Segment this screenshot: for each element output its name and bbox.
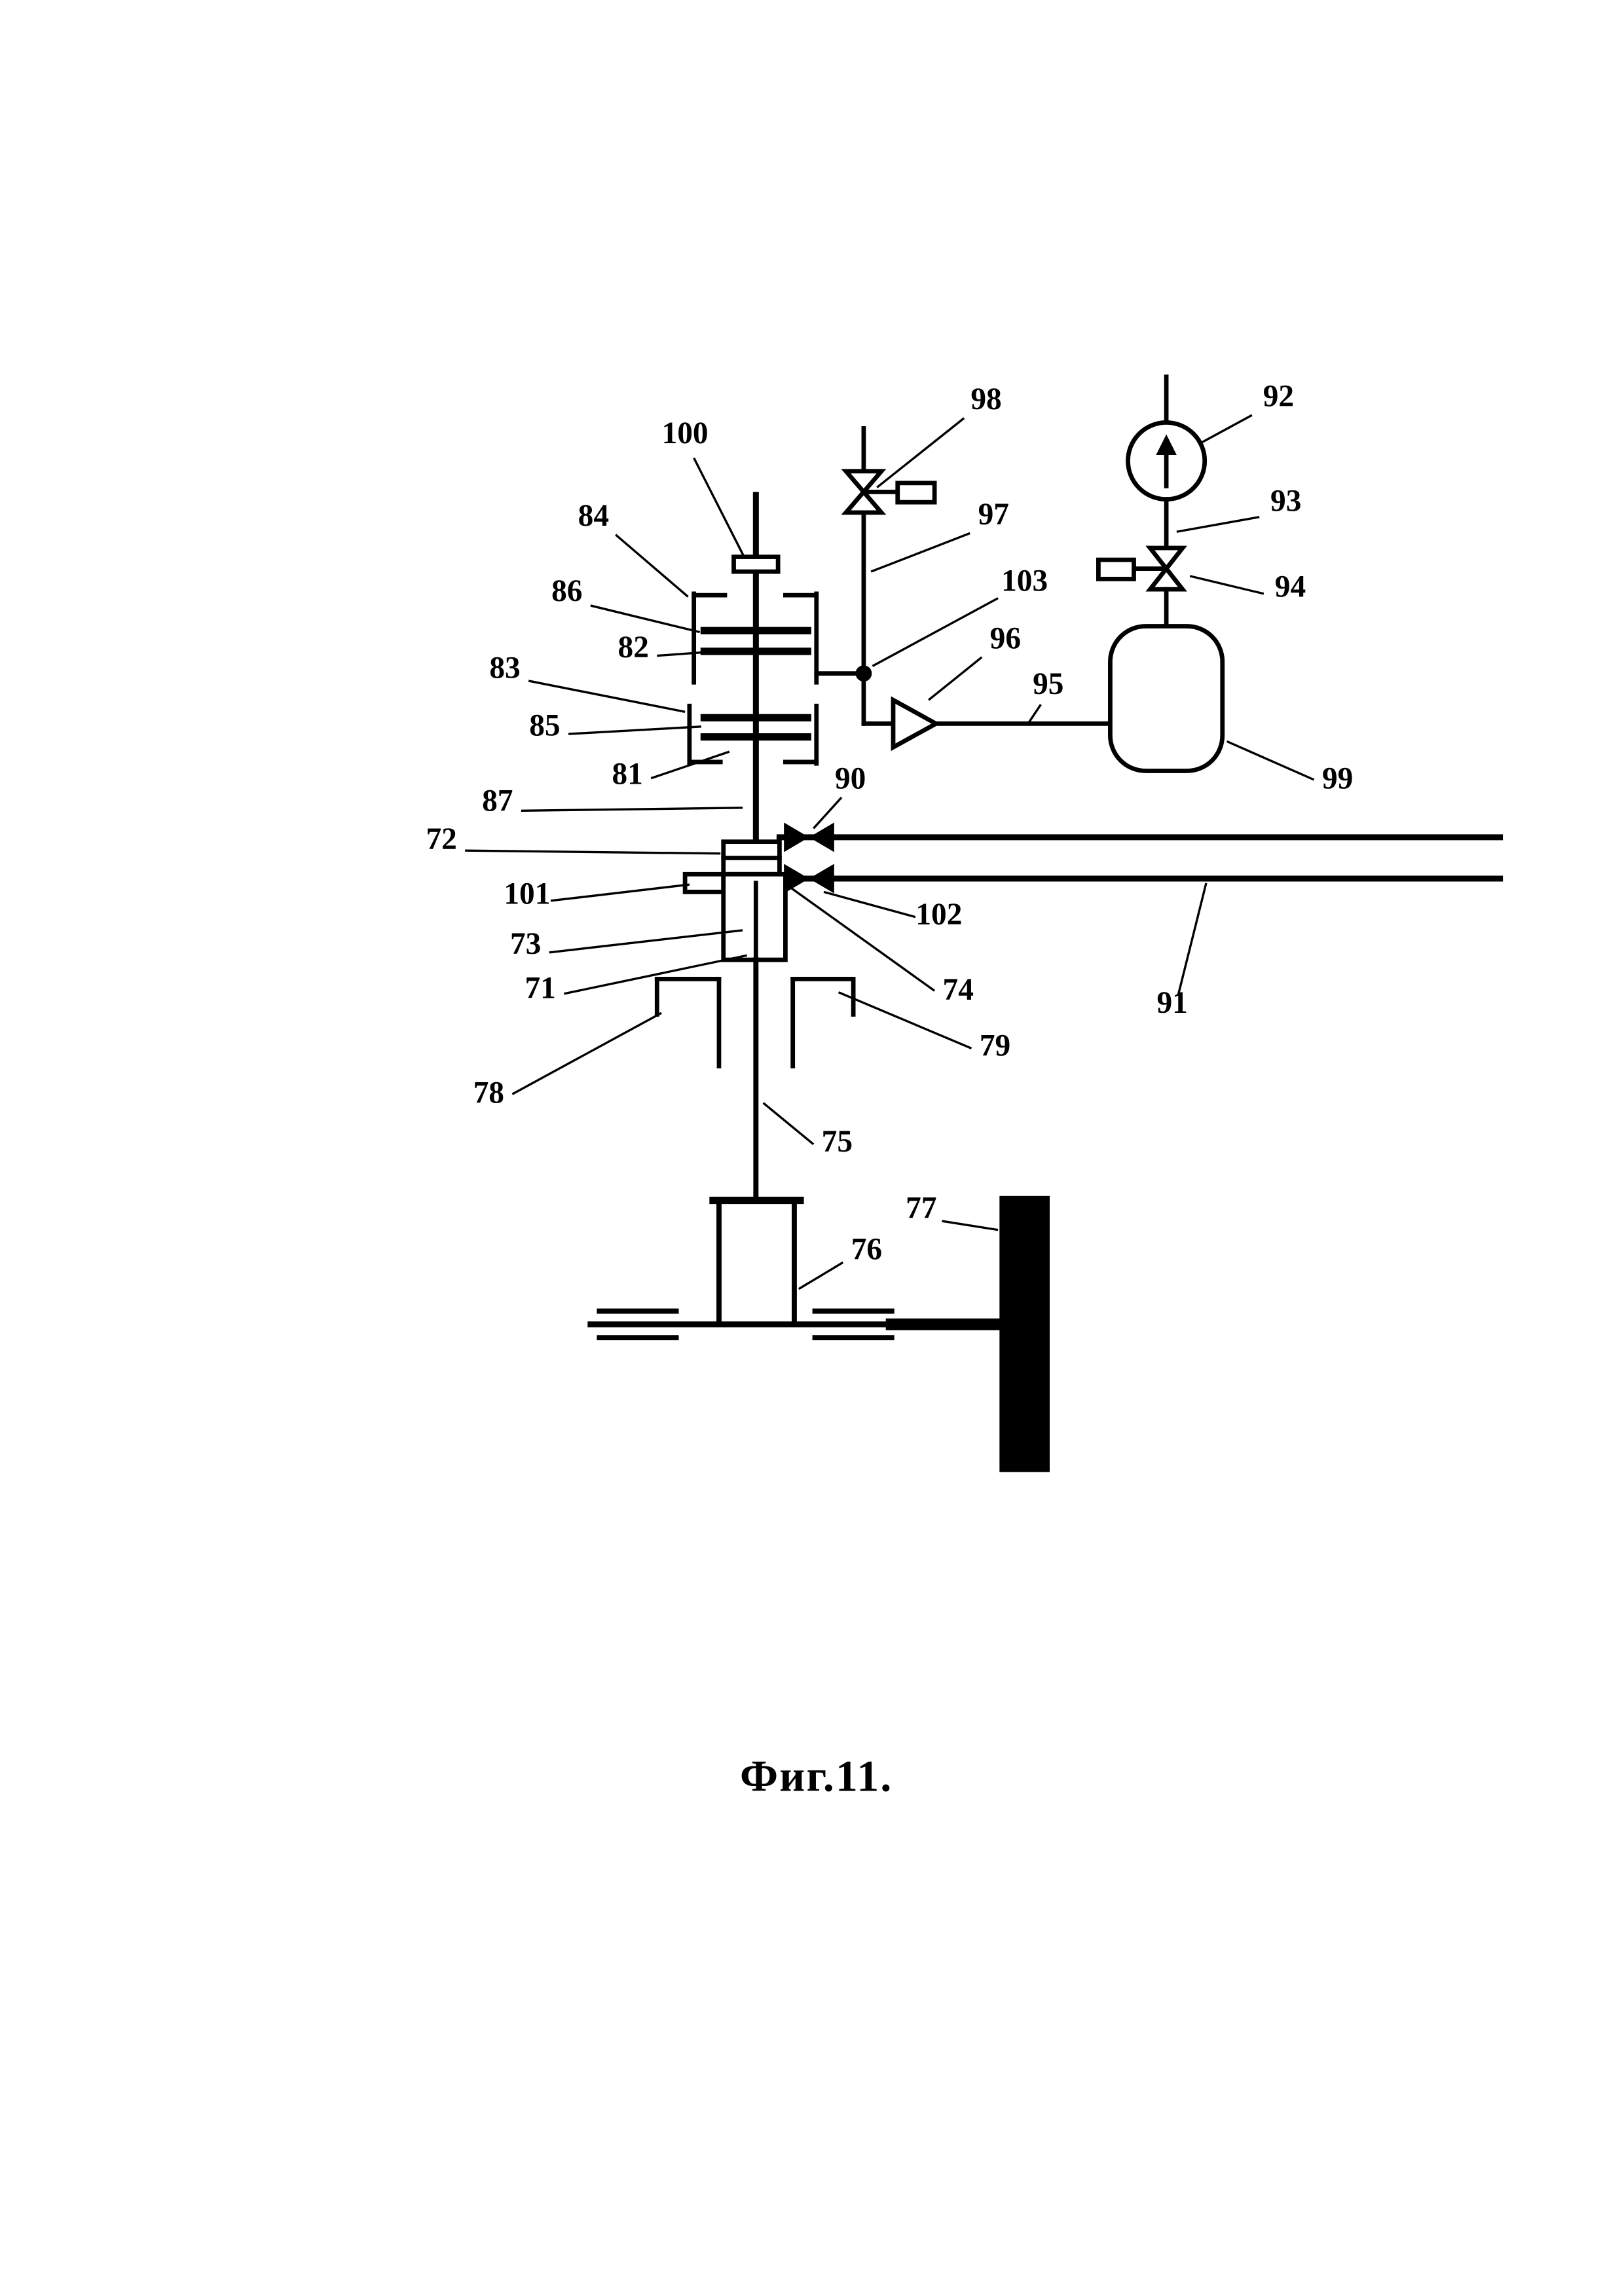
leader-line-76 (798, 1261, 844, 1290)
leader-line-97 (870, 532, 970, 573)
valve-94-icon-lower (1145, 565, 1187, 592)
actuator-stack (687, 492, 819, 883)
leader-line-84 (615, 534, 689, 598)
ref-numeral-94: 94 (1275, 570, 1306, 604)
leader-line-71 (563, 954, 748, 995)
leader-line-83 (528, 680, 686, 713)
leader-line-87 (521, 807, 743, 812)
ref-numeral-103: 103 (1001, 564, 1048, 598)
nozzle-102-icon-right (809, 864, 834, 894)
leader-line-72 (465, 849, 721, 855)
nozzle-90-icon (784, 822, 809, 852)
ref-numeral-75: 75 (822, 1125, 853, 1159)
leader-line-99 (1226, 740, 1315, 781)
leader-line-81 (650, 750, 730, 780)
leader-line-78 (511, 1011, 662, 1095)
pump-arrow-head-icon (1156, 434, 1177, 455)
ref-numeral-97: 97 (978, 498, 1009, 532)
junction-dot-103-icon (855, 665, 872, 682)
valve-94-icon (1145, 545, 1187, 573)
ref-numeral-99: 99 (1322, 762, 1353, 796)
ref-numeral-92: 92 (1263, 380, 1294, 414)
reference-numerals: 71 72 73 74 75 76 77 78 79 81 82 83 84 85 86 87 90 91 92 93… (426, 380, 1353, 1290)
leader-line-82 (657, 650, 718, 657)
leader-line-77 (942, 1220, 999, 1231)
ref-numeral-100: 100 (662, 416, 709, 450)
ref-numeral-77: 77 (906, 1192, 936, 1226)
leader-line-79 (838, 991, 972, 1049)
collar-100 (731, 555, 781, 574)
ref-numeral-86: 86 (551, 574, 582, 608)
tank-99-icon (1108, 624, 1225, 773)
bottom-mount (587, 1195, 1050, 1472)
wall-77-icon (999, 1195, 1050, 1472)
ref-numeral-96: 96 (990, 621, 1021, 655)
distributor-block (682, 822, 1504, 962)
leader-line-74 (787, 884, 936, 992)
port-101 (682, 871, 726, 894)
nozzle-102-icon (784, 864, 809, 894)
ref-numeral-87: 87 (482, 784, 513, 818)
figure-caption: Фиг.11. (740, 1751, 893, 1800)
ref-numeral-78: 78 (473, 1076, 504, 1110)
guide-bracket (654, 976, 856, 1068)
ref-numeral-73: 73 (510, 927, 541, 961)
valve-98-icon-lower (841, 488, 887, 515)
leader-line-94 (1189, 575, 1264, 595)
leader-line-100 (693, 457, 745, 558)
leader-line-75 (762, 1102, 815, 1146)
leader-line-95 (1028, 704, 1042, 723)
valve-98-icon (841, 469, 887, 496)
ref-numeral-90: 90 (835, 762, 866, 796)
pilot-valve-branch (814, 426, 1113, 752)
ref-numeral-83: 83 (489, 651, 520, 685)
ref-numeral-82: 82 (618, 630, 649, 665)
leader-line-73 (549, 929, 743, 954)
valve-94-actuator-box (1096, 557, 1136, 581)
nozzle-90-icon-right (809, 822, 834, 852)
ref-numeral-79: 79 (980, 1029, 1010, 1063)
leader-line-92 (1200, 414, 1253, 445)
ref-numeral-84: 84 (578, 499, 609, 533)
leader-line-102 (823, 890, 916, 919)
ref-numeral-102: 102 (915, 898, 962, 932)
ref-numeral-93: 93 (1270, 484, 1301, 519)
ref-numeral-71: 71 (525, 972, 555, 1006)
leader-line-101 (550, 883, 690, 902)
ref-numeral-91: 91 (1156, 986, 1187, 1020)
ref-numeral-76: 76 (851, 1233, 882, 1267)
valve-98-actuator-box (895, 481, 937, 505)
ref-numeral-95: 95 (1033, 667, 1063, 701)
ref-numeral-85: 85 (529, 708, 560, 742)
leader-line-103 (872, 597, 999, 667)
leader-line-98 (876, 417, 965, 488)
leader-line-86 (590, 604, 701, 634)
ref-numeral-101: 101 (504, 877, 550, 911)
ref-numeral-81: 81 (612, 757, 643, 792)
amplifier-96-icon (891, 696, 941, 752)
ref-numeral-74: 74 (943, 973, 974, 1007)
ref-numeral-98: 98 (970, 382, 1001, 416)
leader-line-96 (928, 656, 983, 701)
supply-branch (1096, 374, 1225, 773)
ref-numeral-72: 72 (426, 822, 456, 856)
leader-line-85 (568, 725, 702, 735)
leader-line-90 (813, 796, 843, 829)
leader-line-93 (1176, 516, 1260, 533)
leader-line-91 (1177, 883, 1208, 996)
